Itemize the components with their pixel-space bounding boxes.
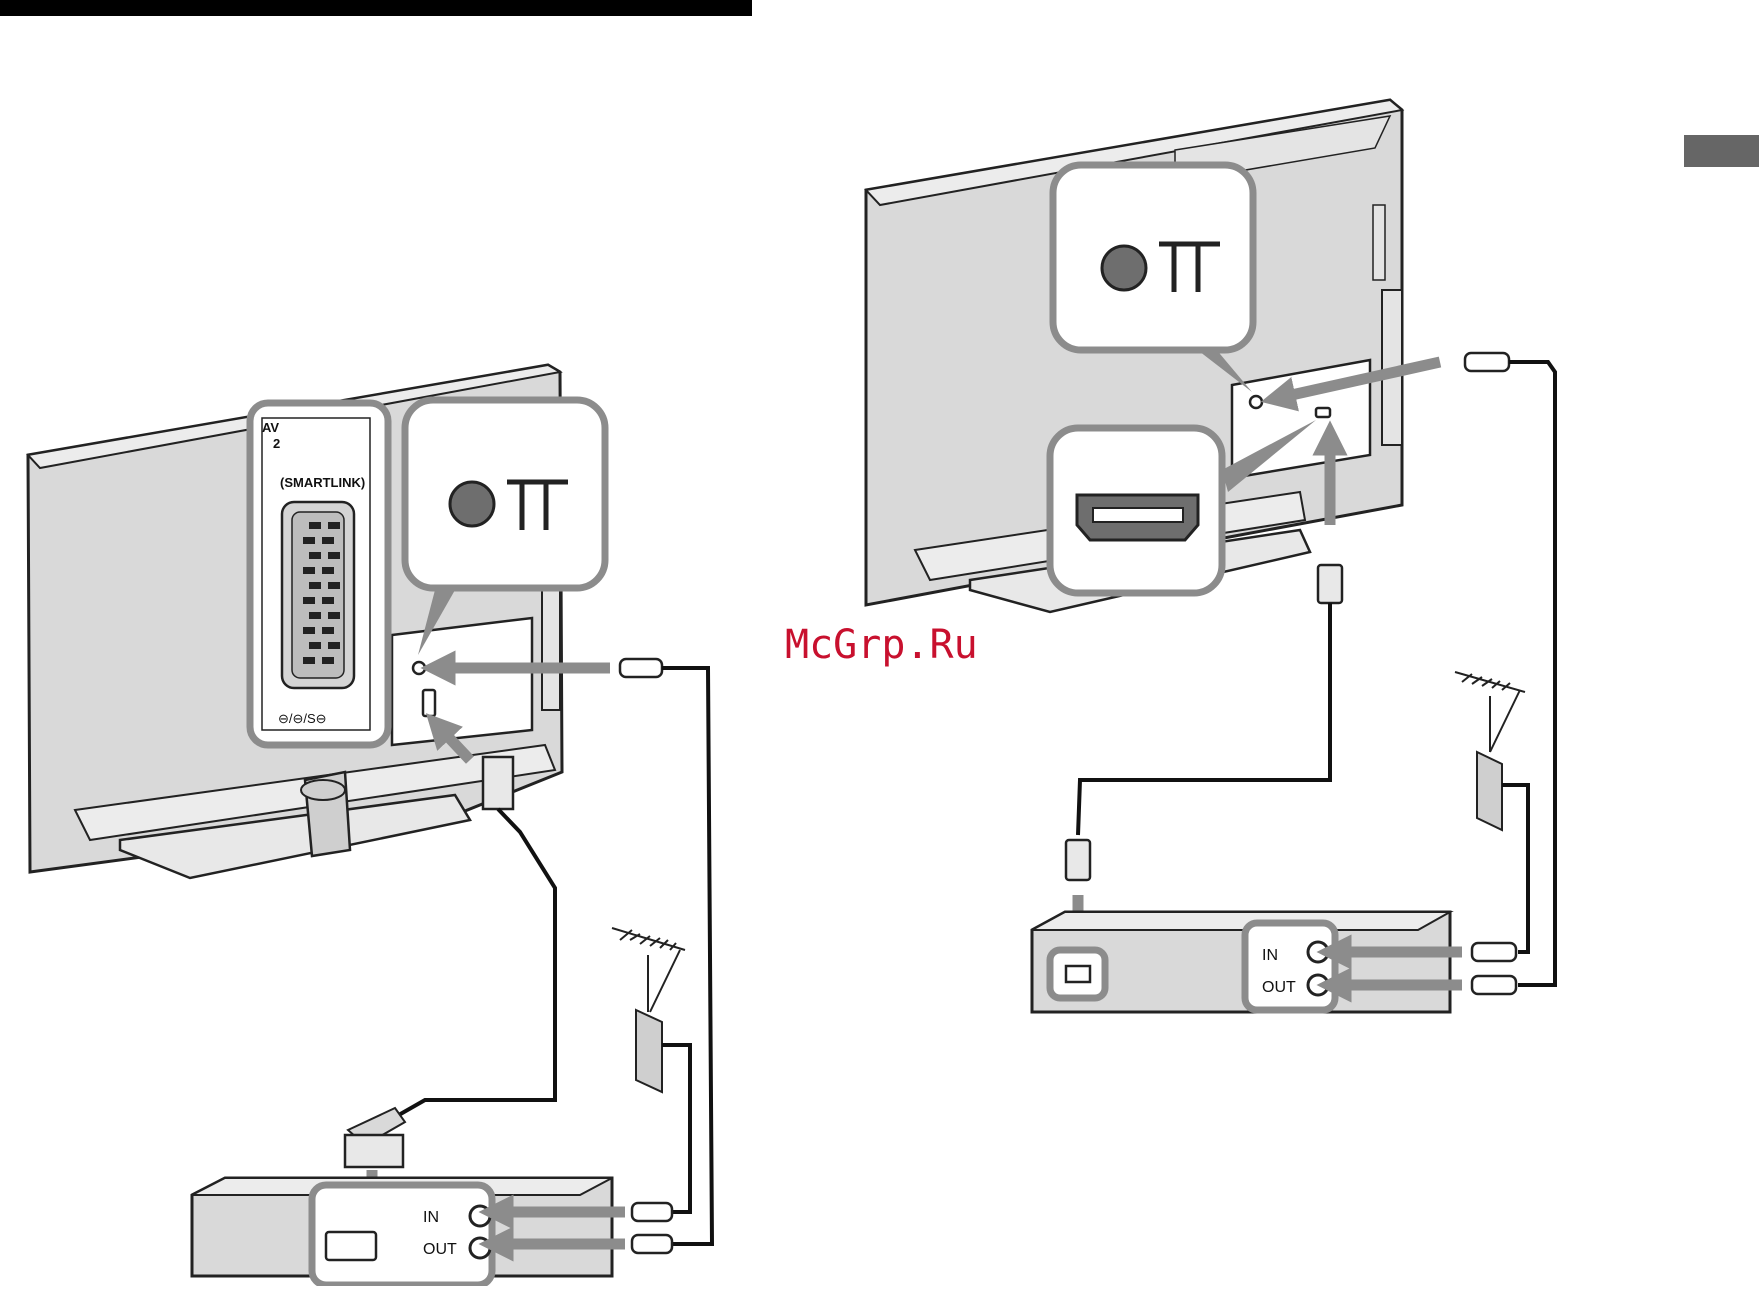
scart-port-left [423, 690, 435, 716]
vcr-out-label-right: OUT [1262, 979, 1296, 996]
scart-pin [309, 642, 321, 649]
scart-pin [303, 627, 315, 634]
scart-pin [328, 522, 340, 529]
wall-socket-right [1477, 752, 1502, 830]
av-number: 2 [273, 436, 280, 451]
vcr-scart-icon [326, 1232, 376, 1260]
scart-plug-vcr-icon [345, 1135, 403, 1167]
aerial-icon-left [612, 928, 685, 1012]
scart-pin [303, 537, 315, 544]
antenna-jack-callout-right [1053, 165, 1253, 350]
hdmi-plug-top [1318, 565, 1342, 603]
scart-pin [309, 552, 321, 559]
coax-cable-out [662, 668, 712, 1244]
scart-pin [328, 642, 340, 649]
scart-pin [322, 657, 334, 664]
coax-plug-icon [620, 659, 662, 677]
scart-pin [322, 537, 334, 544]
vcr-in-label-right: IN [1262, 947, 1278, 964]
antenna-port-right [1250, 396, 1262, 408]
vcr-hdmi-icon [1066, 966, 1090, 982]
vcr-in-jack-left [470, 1206, 490, 1226]
section-header-bar [0, 0, 752, 16]
scart-pin [309, 522, 321, 529]
antenna-jack-icon-right [1102, 246, 1146, 290]
scart-pin [328, 612, 340, 619]
hdmi-plug-bottom [1066, 840, 1090, 880]
coax-cable-right [1509, 362, 1555, 985]
antenna-jack-icon [450, 482, 494, 526]
rear-panel-left [392, 618, 532, 745]
scart-pin [328, 552, 340, 559]
scart-cable [390, 809, 555, 1120]
scart-pin [309, 582, 321, 589]
scart-pin [322, 597, 334, 604]
vcr-out-label-left: OUT [423, 1241, 457, 1258]
scart-pin [309, 612, 321, 619]
scart-pin [322, 627, 334, 634]
av-label: AV [262, 420, 279, 435]
hdmi-cable [1078, 603, 1330, 835]
watermark: McGrp.Ru [785, 622, 978, 668]
antenna-jack-callout [405, 400, 605, 588]
right-diagram: IN OUT [866, 100, 1555, 1012]
vcr-out-jack-right [1308, 975, 1328, 995]
vcr-in-jack-right [1308, 942, 1328, 962]
scart-pin [303, 597, 315, 604]
aerial-icon-right [1455, 672, 1525, 752]
scart-plug-icon [483, 757, 513, 809]
side-tab [1684, 135, 1759, 167]
scart-pin [303, 657, 315, 664]
antenna-port-left [413, 662, 425, 674]
hdmi-port-right [1316, 408, 1330, 417]
wall-socket-left [636, 1010, 662, 1092]
vcr-in-label-left: IN [423, 1209, 439, 1226]
aerial-cable-right [1502, 785, 1528, 952]
vcr-out-jack-left [470, 1238, 490, 1258]
scart-symbols: ⊖/⊖/S⊖ [278, 711, 327, 726]
smartlink-label: (SMARTLINK) [280, 475, 365, 490]
scart-pin [303, 567, 315, 574]
aerial-cable-left [662, 1045, 690, 1212]
scart-pin [322, 567, 334, 574]
vcr-panel-callout-right [1245, 923, 1335, 1010]
scart-pin [328, 582, 340, 589]
left-diagram: AV 2 (SMARTLINK) ⊖/⊖/S⊖ [28, 365, 712, 1285]
